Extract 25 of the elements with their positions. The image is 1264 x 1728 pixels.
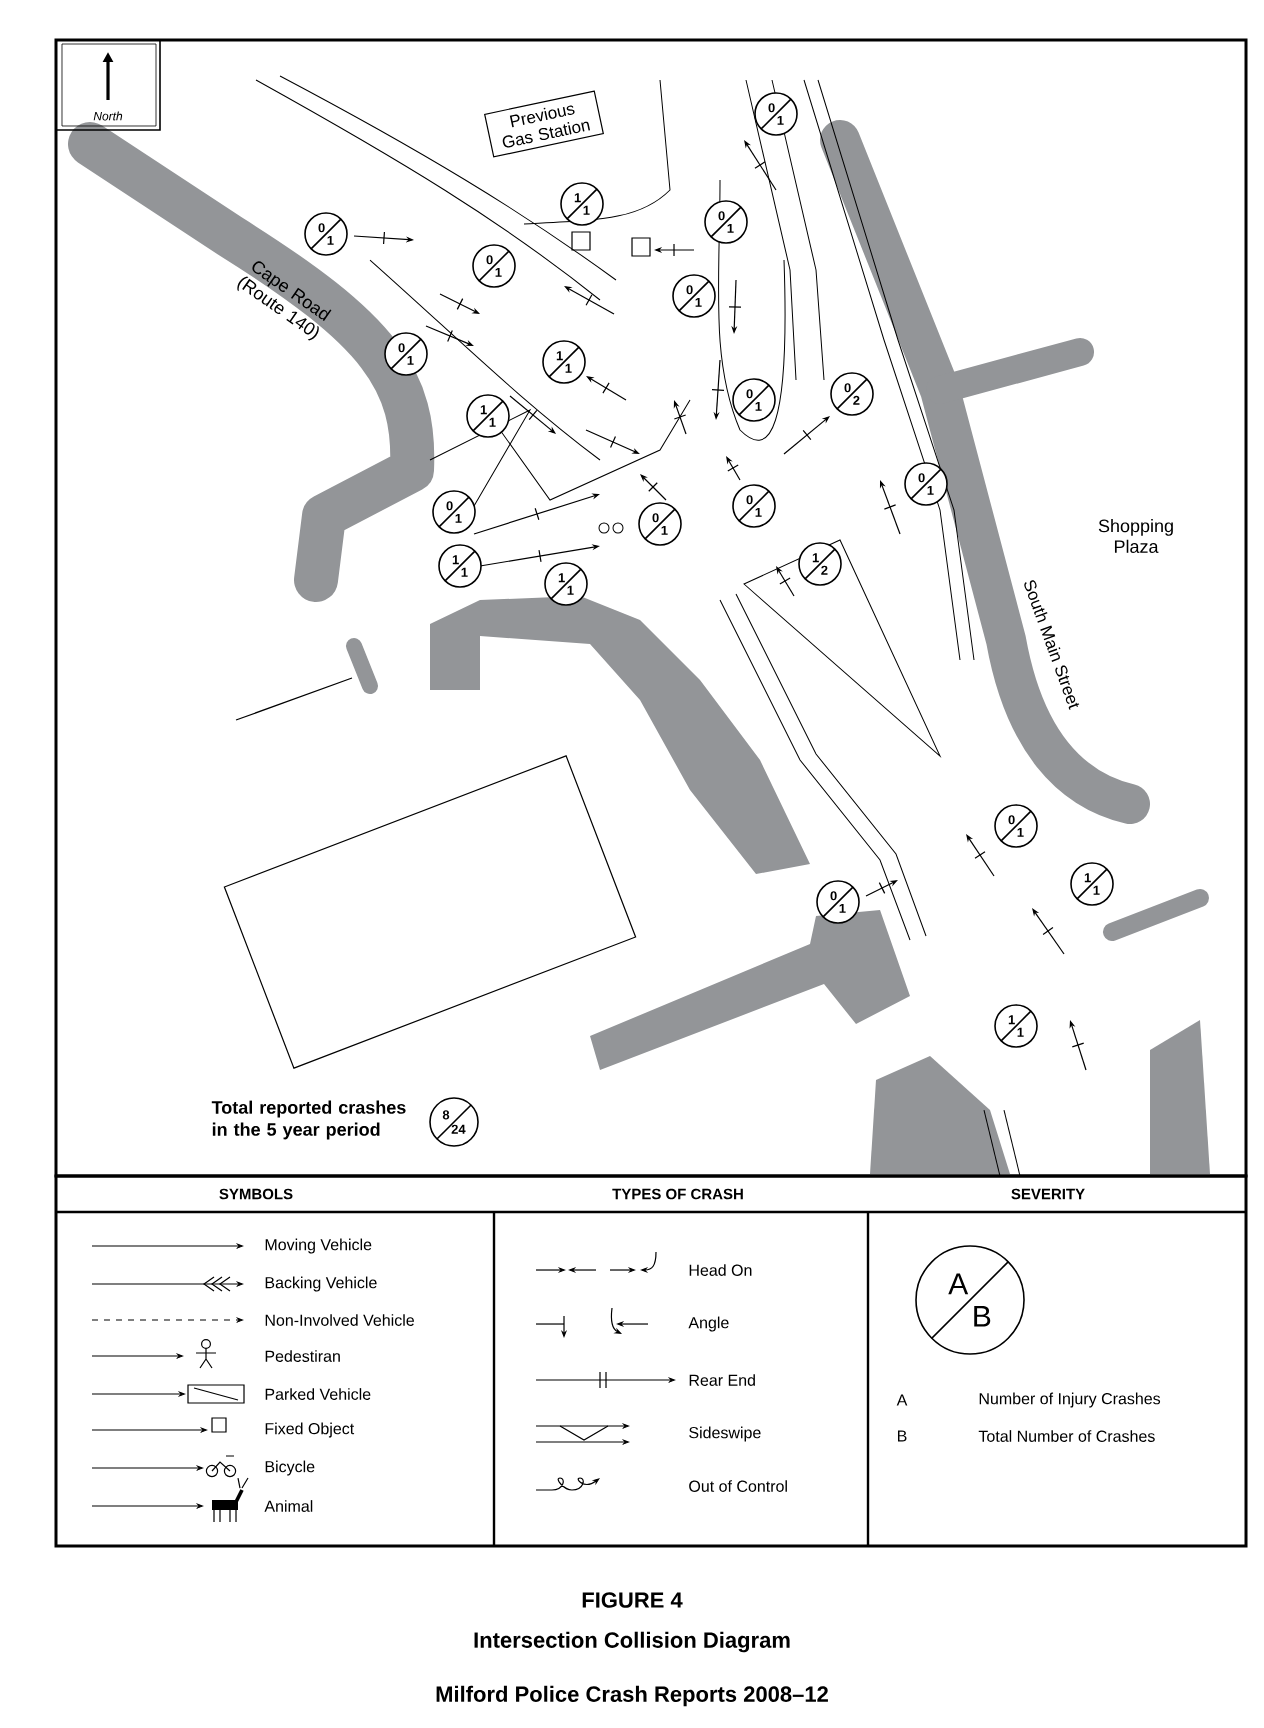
street-label: South Main Street: [1024, 580, 1080, 710]
caption-text: Milford Police Crash Reports 2008–12: [436, 1685, 828, 1707]
building-box: [223, 755, 637, 1069]
legend-label: Non-Involved Vehicle: [265, 1314, 414, 1326]
key-text: Number of Injury Crashes: [979, 1392, 1161, 1408]
legend-label: Backing Vehicle: [265, 1276, 377, 1292]
legend-label: Pedestiran: [265, 1350, 340, 1362]
legend-label: Parked Vehicle: [265, 1388, 371, 1400]
legend-label: Bicycle: [265, 1460, 315, 1476]
legend-label: Out of Control: [689, 1480, 787, 1492]
legend-label: Moving Vehicle: [265, 1238, 372, 1254]
key-letter: B: [898, 1430, 907, 1442]
legend-label: Fixed Object: [265, 1422, 355, 1438]
caption-text: Intersection Collision Diagram: [474, 1631, 790, 1653]
key-letter: A: [896, 1394, 908, 1406]
legend-label: Rear End: [689, 1374, 755, 1386]
key-text: Total Number of Crashes: [978, 1430, 1155, 1442]
legend-label: Animal: [264, 1500, 313, 1512]
legend-label: Angle: [688, 1316, 729, 1332]
legend-label: Sideswipe: [689, 1426, 761, 1442]
building-box: Previous Gas Station: [484, 90, 604, 158]
caption-text: FIGURE 4: [582, 1592, 683, 1608]
note-text: Total reported crashes in the 5 year period: [211, 1100, 406, 1140]
place-label: Shopping Plaza: [1098, 519, 1173, 553]
legend-label: Head On: [689, 1264, 752, 1276]
